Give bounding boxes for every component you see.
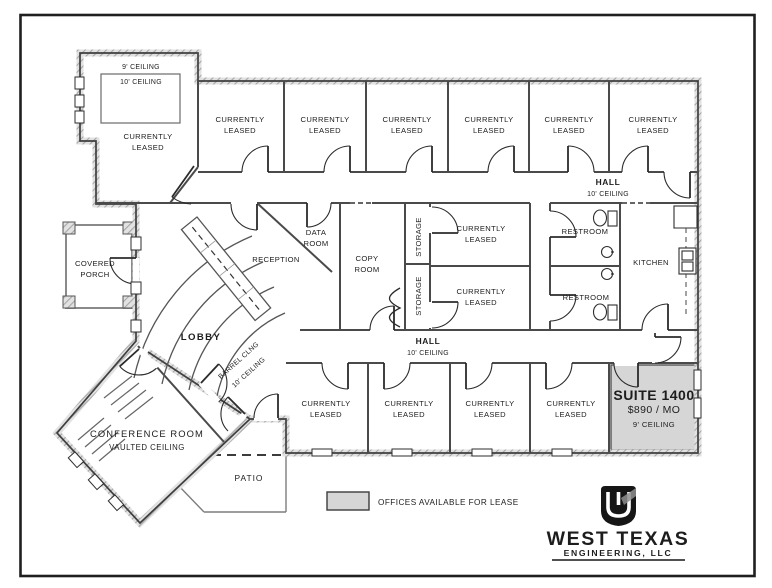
svg-text:LEASED: LEASED (310, 410, 342, 419)
hall-bottom-label: HALL (416, 336, 441, 346)
svg-text:CURRENTLY: CURRENTLY (629, 115, 678, 124)
ceiling-9-label: 9' CEILING (122, 64, 160, 71)
storage-label-bottom: STORAGE (414, 276, 423, 315)
bifold-door (388, 287, 402, 328)
restroom-label-top: RESTROOM (562, 227, 609, 236)
svg-text:LEASED: LEASED (555, 410, 587, 419)
svg-text:CURRENTLY: CURRENTLY (216, 115, 265, 124)
svg-text:CURRENTLY: CURRENTLY (302, 399, 351, 408)
svg-text:LEASED: LEASED (391, 126, 423, 135)
door-top-left-room (171, 165, 195, 205)
svg-text:CURRENTLY: CURRENTLY (124, 132, 173, 141)
storage-label-top: STORAGE (414, 217, 423, 256)
svg-text:CURRENTLY: CURRENTLY (465, 115, 514, 124)
svg-text:LEASED: LEASED (637, 126, 669, 135)
legend-label: OFFICES AVAILABLE FOR LEASE (378, 498, 519, 507)
doors (109, 145, 691, 434)
kitchen-label: KITCHEN (633, 258, 669, 267)
copy-room-label: COPY (356, 254, 379, 263)
svg-text:CURRENTLY: CURRENTLY (385, 399, 434, 408)
sink-icons (600, 245, 614, 281)
svg-text:LEASED: LEASED (474, 410, 506, 419)
reception-label: RECEPTION (252, 255, 299, 264)
suite-name-label: SUITE 1400 (613, 387, 694, 403)
restroom-label-bottom: RESTROOM (563, 293, 610, 302)
toilet-icon-top (592, 209, 618, 227)
svg-text:PORCH: PORCH (80, 270, 109, 279)
conference-windows (67, 451, 125, 512)
company-logo: WEST TEXAS ENGINEERING, LLC (547, 486, 690, 561)
covered-porch-label: COVERED (75, 259, 115, 268)
svg-text:CURRENTLY: CURRENTLY (457, 224, 506, 233)
svg-text:LEASED: LEASED (473, 126, 505, 135)
company-subtitle: ENGINEERING, LLC (564, 548, 673, 558)
svg-text:10' CEILING: 10' CEILING (407, 350, 449, 357)
svg-text:LEASED: LEASED (553, 126, 585, 135)
covered-porch (62, 221, 136, 309)
svg-text:ROOM: ROOM (354, 265, 379, 274)
svg-text:LEASED: LEASED (309, 126, 341, 135)
reception-desk (180, 216, 272, 322)
svg-text:CURRENTLY: CURRENTLY (545, 115, 594, 124)
svg-text:CURRENTLY: CURRENTLY (466, 399, 515, 408)
legend-swatch (326, 491, 370, 511)
toilet-icon-bottom (592, 303, 618, 321)
company-name: WEST TEXAS (547, 528, 690, 550)
legend: OFFICES AVAILABLE FOR LEASE (326, 491, 519, 511)
vaulted-ceiling-label: VAULTED CEILING (109, 443, 185, 452)
suite-1400-room (610, 364, 697, 451)
suite-price-label: $890 / MO (628, 404, 681, 416)
kitchen-counter (673, 205, 698, 318)
lobby-label: LOBBY (181, 332, 222, 343)
svg-text:LEASED: LEASED (465, 235, 497, 244)
west-texas-monogram-icon (601, 486, 636, 526)
windows (74, 76, 702, 457)
svg-text:LEASED: LEASED (132, 143, 164, 152)
svg-text:CURRENTLY: CURRENTLY (547, 399, 596, 408)
patio-label: PATIO (235, 473, 264, 483)
svg-text:LEASED: LEASED (393, 410, 425, 419)
hall-top-label: HALL (596, 177, 621, 187)
room-labels: 9' CEILING 10' CEILING CURRENTLY LEASED … (75, 64, 694, 483)
ceiling-10-label: 10' CEILING (120, 79, 162, 86)
suite-ceiling-label: 9' CEILING (633, 420, 675, 429)
page-border (19, 13, 756, 578)
svg-text:ROOM: ROOM (303, 239, 328, 248)
data-room-label: DATA (306, 228, 327, 237)
svg-text:10' CEILING: 10' CEILING (587, 191, 629, 198)
svg-text:CURRENTLY: CURRENTLY (301, 115, 350, 124)
conference-louvers (77, 375, 154, 462)
patio-slab (176, 454, 287, 513)
svg-text:LEASED: LEASED (224, 126, 256, 135)
conference-room-label: CONFERENCE ROOM (90, 428, 204, 439)
svg-text:CURRENTLY: CURRENTLY (457, 287, 506, 296)
svg-text:CURRENTLY: CURRENTLY (383, 115, 432, 124)
ceiling-height-outline (100, 73, 181, 124)
svg-text:LEASED: LEASED (465, 298, 497, 307)
